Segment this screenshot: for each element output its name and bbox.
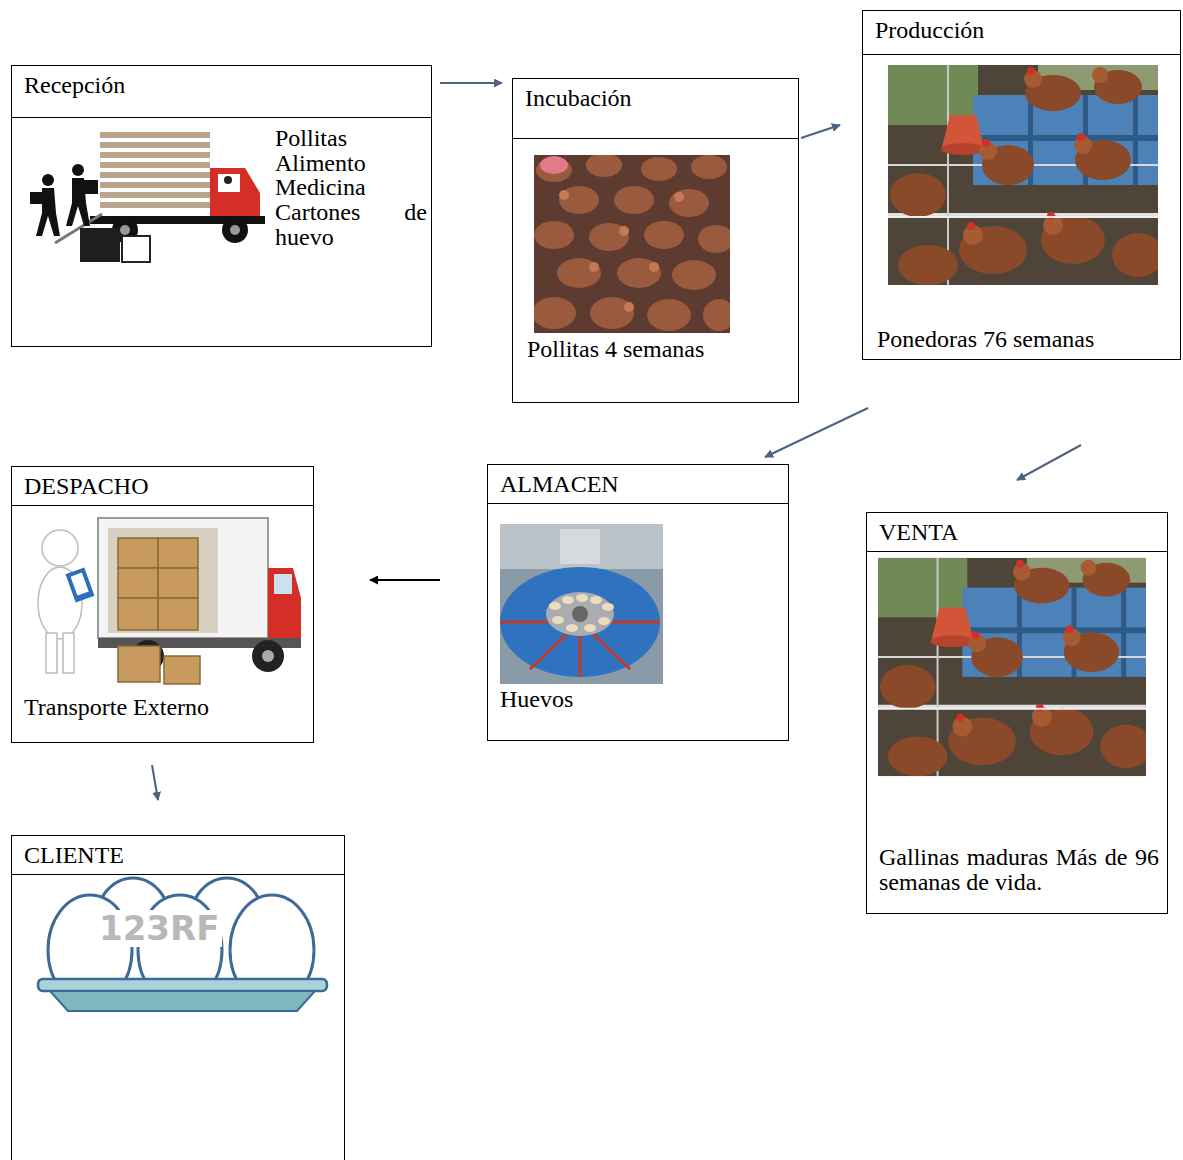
box-body: Ponedoras 76 semanas: [877, 327, 1173, 352]
box-body: Transporte Externo: [24, 695, 306, 720]
flow-arrow: [801, 125, 840, 138]
box-heading: Producción: [863, 11, 1180, 55]
hens-photo: [888, 65, 1158, 285]
box-text: Transporte Externo: [24, 695, 306, 720]
box-text: Ponedoras 76 semanas: [877, 327, 1173, 352]
chicks-photo: [534, 155, 730, 333]
client-box: CLIENTE: [11, 835, 345, 1160]
box-body: Pollitas Alimento Medicina Cartones de h…: [275, 126, 427, 250]
watermark: 123RF: [96, 910, 222, 947]
box-heading: CLIENTE: [12, 836, 344, 875]
box-heading: Recepción: [12, 66, 431, 118]
dispatch-truck-icon: [18, 508, 303, 690]
egg-machine-photo: [500, 524, 663, 684]
delivery-truck-icon: [20, 118, 270, 268]
flow-arrow: [765, 408, 868, 457]
box-text: Pollitas Alimento Medicina Cartones de h…: [275, 126, 427, 250]
flow-arrow: [370, 579, 440, 581]
box-body: Pollitas 4 semanas: [527, 337, 789, 362]
box-heading: Incubación: [513, 79, 798, 139]
flow-arrow: [1017, 445, 1081, 480]
box-text: Huevos: [500, 687, 782, 712]
production-box: ProducciónPonedoras 76 semanas: [862, 10, 1181, 360]
flow-arrow: [440, 82, 502, 84]
box-heading: DESPACHO: [12, 467, 313, 506]
warehouse-box: ALMACEN Huevos: [487, 464, 789, 741]
flow-arrow: [152, 765, 158, 800]
box-text: Gallinas maduras Más de 96 semanas de vi…: [879, 845, 1159, 894]
incubation-box: IncubaciónPollitas 4 semanas: [512, 78, 799, 403]
sale-box: VENTA Gallinas maduras Más de 96 semanas …: [866, 512, 1168, 914]
box-body: Huevos: [500, 687, 782, 712]
reception-box: RecepciónPollitas Alimento Medicina Cart…: [11, 65, 432, 347]
box-heading: VENTA: [867, 513, 1167, 552]
box-heading: ALMACEN: [488, 465, 788, 504]
box-body: Gallinas maduras Más de 96 semanas de vi…: [879, 845, 1159, 894]
dispatch-box: DESPACHO Transporte Externo: [11, 466, 314, 743]
box-text: Pollitas 4 semanas: [527, 337, 789, 362]
hens-photo: [878, 557, 1146, 777]
